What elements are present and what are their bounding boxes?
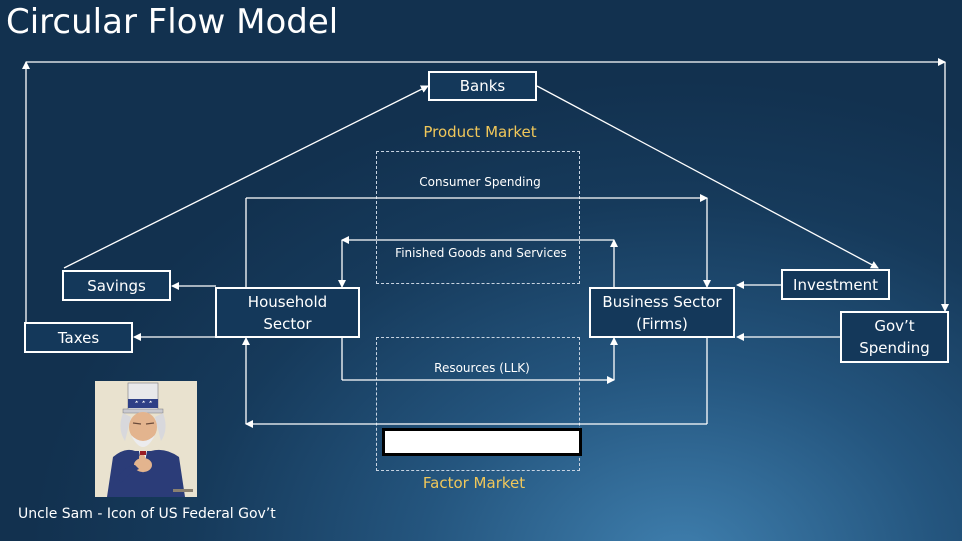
savings-box: Savings xyxy=(62,270,171,301)
business-sector-box: Business Sector (Firms) xyxy=(589,287,735,338)
factor-market-label: Factor Market xyxy=(422,474,526,492)
savings-label: Savings xyxy=(87,276,146,295)
banks-label: Banks xyxy=(459,77,506,95)
investment-label: Investment xyxy=(793,275,878,294)
blank-label-bar xyxy=(382,428,582,456)
product-market-label: Product Market xyxy=(423,123,537,141)
taxes-label: Taxes xyxy=(57,328,100,347)
business-label-line2: (Firms) xyxy=(636,314,688,333)
resources-label: Resources (LLK) xyxy=(434,361,530,375)
banks-to-investment-arrow xyxy=(536,85,879,269)
factor-market-region xyxy=(376,337,580,471)
taxes-box: Taxes xyxy=(24,322,133,353)
household-label-line1: Household xyxy=(247,292,328,311)
gov-label-line2: Spending xyxy=(859,339,930,357)
gov-label-line1: Gov’t xyxy=(874,317,915,335)
product-market-region xyxy=(376,151,580,284)
gov-spending-box: Gov’t Spending xyxy=(840,311,949,363)
uncle-sam-caption: Uncle Sam - Icon of US Federal Gov’t xyxy=(18,506,276,522)
investment-box: Investment xyxy=(781,269,890,300)
business-label-line1: Business Sector xyxy=(602,292,722,311)
consumer-spending-label: Consumer Spending xyxy=(419,175,541,189)
household-label-line2: Sector xyxy=(263,314,312,333)
uncle-sam-image xyxy=(95,381,197,497)
slide-title: Circular Flow Model xyxy=(6,2,339,42)
household-sector-box: Household Sector xyxy=(215,287,360,338)
finished-goods-label: Finished Goods and Services xyxy=(395,246,567,260)
banks-box: Banks xyxy=(428,71,537,101)
savings-to-banks-arrow xyxy=(63,85,429,269)
